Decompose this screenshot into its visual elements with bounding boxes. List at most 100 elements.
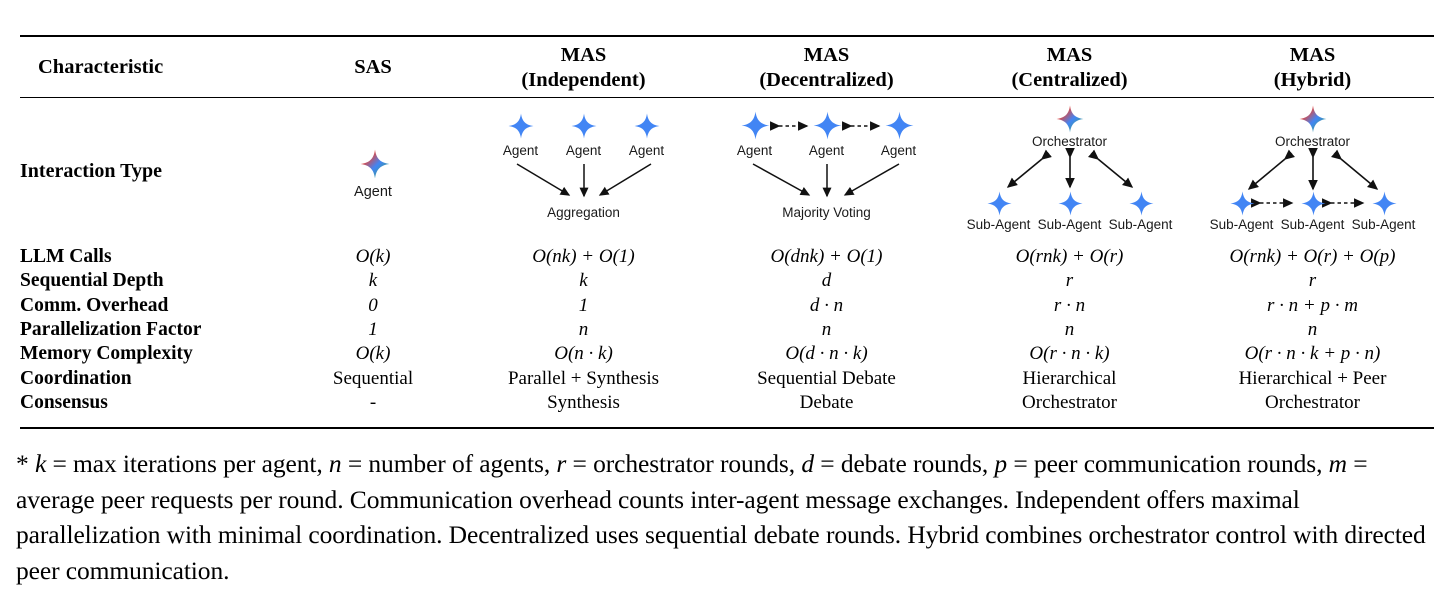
diagram-cell-mas-hybrid: Orchestrator [1191,97,1434,245]
cell-value: r · n + p · m [1267,294,1358,316]
sub-agent-label: Sub-Agent [1108,217,1173,232]
agent-label: Agent [808,143,845,158]
sub-agent-label: Sub-Agent [966,217,1031,232]
header-line2: (Hybrid) [1273,68,1352,91]
cell-value: 0 [368,294,378,316]
agent-star-rainbow-icon [360,149,390,179]
sub-agent-star-icon [987,191,1013,217]
cell-value: r [1065,270,1074,292]
agent-star-icon [813,111,841,140]
cell-value: O(k) [355,246,391,268]
row-label: Sequential Depth [20,270,164,292]
orchestrator-label: Orchestrator [1031,134,1108,149]
cell-value: Debate [799,391,854,413]
table-row: Consensus - Synthesis Debate Orchestrato… [20,391,1434,415]
cell-value: Synthesis [547,391,620,413]
column-header-characteristic: Characteristic [20,38,284,97]
agent-label: Agent [565,143,602,158]
agent-star-icon [508,113,534,139]
cell-value: O(rnk) + O(r) + O(p) [1229,246,1396,268]
agent-star-icon [571,113,597,139]
table-bottom-rule [20,427,1434,430]
row-label: Comm. Overhead [20,294,169,316]
cell-value: Orchestrator [1265,391,1360,413]
row-label: Consensus [20,391,108,413]
peer-dashed-arrows [752,121,899,198]
sub-agent-star-icon [1301,191,1327,217]
cell-value: r · n [1053,294,1086,316]
diagram-cell-mas-centralized: Orchestrator [948,97,1191,245]
table-header-row: Characteristic SAS MAS (Independent) MAS… [20,38,1434,97]
row-label: Memory Complexity [20,343,193,365]
row-label: LLM Calls [20,246,112,268]
cell-value: Hierarchical [1022,367,1117,389]
cell-value: 1 [368,319,378,341]
majority-voting-label: Majority Voting [782,205,871,220]
cell-value: n [1064,319,1075,341]
table-header-rule [20,97,1434,99]
header-line2: (Independent) [521,68,646,91]
cell-value: d [821,270,832,292]
cell-value: Sequential Debate [757,367,896,389]
sub-agent-label: Sub-Agent [1037,217,1102,232]
cell-value: O(dnk) + O(1) [770,246,883,268]
cell-value: O(r · n · k) [1029,343,1110,365]
header-line1: MAS [560,43,607,66]
orchestrator-label: Orchestrator [1274,134,1351,149]
column-header-sas: SAS [284,38,462,97]
column-header-mas-centralized: MAS (Centralized) [948,38,1191,97]
row-label: Parallelization Factor [20,319,202,341]
agent-label: Agent [628,143,665,158]
agent-label: Agent [880,143,917,158]
sub-agent-label: Sub-Agent [1351,217,1416,232]
table-row-interaction-type: Interaction Type [20,97,1434,245]
diagram-cell-mas-independent: Agent Agent Agent [462,97,705,245]
cell-value: k [368,270,378,292]
aggregation-label: Aggregation [547,205,620,220]
header-line2: (Decentralized) [759,68,894,91]
diagram-centralized: Orchestrator [954,105,1186,237]
diagram-sas: Agent [298,111,448,231]
cell-value: O(rnk) + O(r) [1015,246,1124,268]
sub-agent-star-icon [1058,191,1084,217]
sub-agent-label: Sub-Agent [1280,217,1345,232]
agent-star-icon [634,113,660,139]
row-label-interaction-type: Interaction Type [20,159,163,182]
sub-agent-star-icon [1230,191,1256,217]
arrows-to-aggregation [516,163,651,198]
header-line1: MAS [803,43,850,66]
diagram-cell-sas: Agent [284,97,462,245]
hybrid-arrows [1247,148,1378,208]
header-line1: MAS [1289,43,1336,66]
diagram-independent: Agent Agent Agent [474,107,694,235]
orchestrator-bidirectional-arrows [1006,148,1133,189]
orchestrator-star-rainbow-icon [1299,105,1326,133]
cell-value: O(n · k) [554,343,613,365]
cell-value: n [821,319,832,341]
agent-star-icon [741,111,769,140]
cell-value: Sequential [332,367,414,389]
cell-value: 1 [578,294,589,316]
cell-value: - [369,391,377,413]
table-row: Sequential Depth k k d r r [20,269,1434,293]
diagram-decentralized: Agent Agent Agent Majority Voting [717,107,937,235]
cell-value: O(d · n · k) [785,343,868,365]
orchestrator-star-rainbow-icon [1056,105,1083,133]
column-header-mas-independent: MAS (Independent) [462,38,705,97]
cell-value: d · n [809,294,844,316]
cell-value: O(k) [355,343,391,365]
agent-star-icon [885,111,913,140]
cell-value: n [578,319,589,341]
comparison-table: Characteristic SAS MAS (Independent) MAS… [20,38,1434,415]
cell-value: Orchestrator [1022,391,1117,413]
table-row: Memory Complexity O(k) O(n · k) O(d · n … [20,342,1434,366]
agent-label: Agent [736,143,773,158]
agent-label: Agent [502,143,539,158]
table-footnote: * k = max iterations per agent, n = numb… [16,449,1426,585]
sub-agent-star-icon [1372,191,1398,217]
cell-value: Parallel + Synthesis [507,367,660,389]
header-line1: MAS [1046,43,1093,66]
table-row: Coordination Sequential Parallel + Synth… [20,366,1434,390]
table-row: Parallelization Factor 1 n n n n [20,318,1434,342]
